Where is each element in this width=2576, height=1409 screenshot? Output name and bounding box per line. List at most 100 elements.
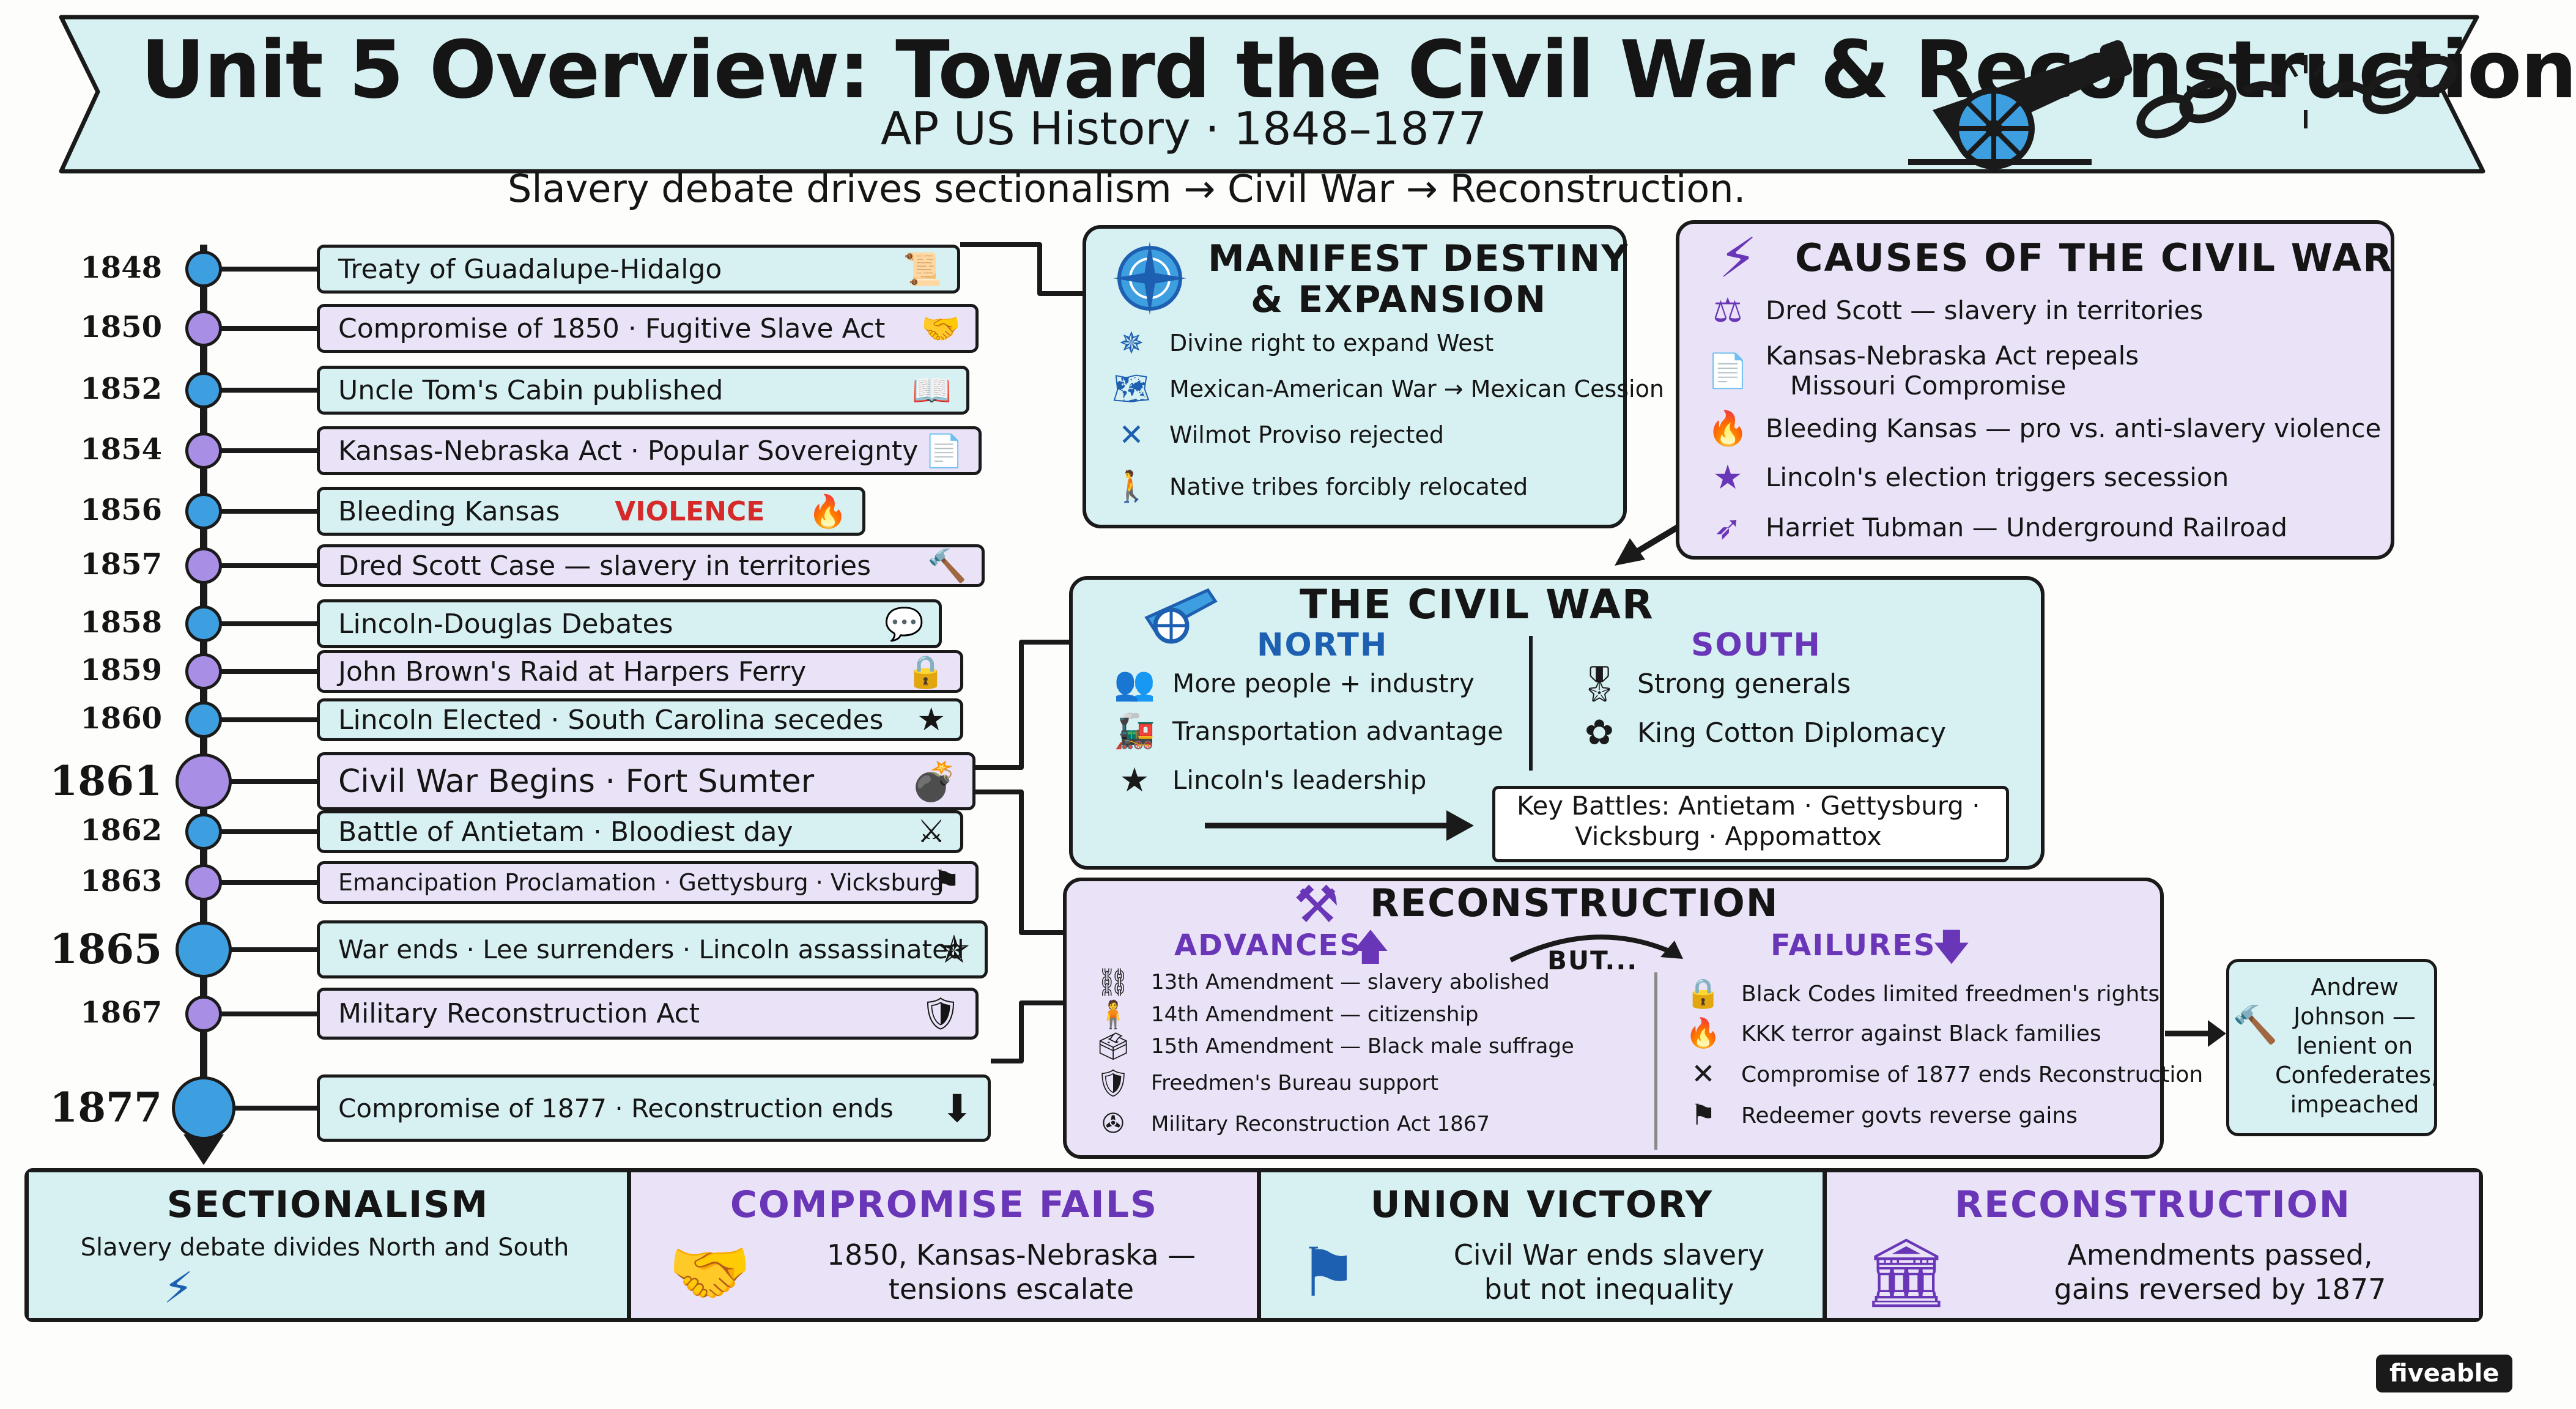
list-item-text: 15th Amendment — Black male suffrage: [1151, 1034, 1574, 1059]
timeline-event: War ends · Lee surrenders · Lincoln assa…: [317, 920, 988, 978]
timeline-connector: [204, 778, 318, 784]
list-item-text: Military Reconstruction Act 1867: [1151, 1112, 1490, 1136]
timeline-connector: [204, 829, 318, 834]
timeline-event: Compromise of 1850 · Fugitive Slave Act 🤝: [317, 304, 979, 353]
timeline-event: Civil War Begins · Fort Sumter💣: [317, 752, 975, 810]
timeline-event-label: Civil War Begins · Fort Sumter: [338, 763, 815, 800]
list-item: ⚖Dred Scott — slavery in territories: [1703, 290, 2204, 330]
timeline-dot: [185, 605, 222, 642]
list-item-text: Bleeding Kansas — pro vs. anti-slavery v…: [1766, 413, 2381, 443]
timeline-event-label: Dred Scott Case — slavery in territories: [338, 550, 872, 582]
timeline-connector: [204, 448, 318, 453]
lock-icon: 🔒: [906, 653, 946, 690]
timeline-year: 1852: [80, 372, 162, 406]
timeline-year: 1860: [80, 701, 162, 736]
list-item: 🗳 15th Amendment — Black male suffrage: [1089, 1030, 1574, 1062]
general-cap-icon: 🎖: [1577, 664, 1622, 704]
lock-icon: 🔒: [1685, 977, 1722, 1010]
page-subtitle: AP US History · 1848–1877: [881, 103, 1487, 155]
scroll-icon: 📜: [903, 251, 942, 288]
johnson-line: Andrew: [2311, 974, 2399, 1000]
dotted-path-icon: ➶: [1714, 508, 1742, 547]
timeline-connector: [204, 669, 318, 674]
advances-label: ADVANCES: [1174, 928, 1362, 963]
timeline-connector: [204, 1106, 318, 1111]
list-item-label: Lincoln's leadership: [1172, 764, 1427, 795]
list-item-text: Lincoln's leadership: [1172, 765, 1426, 795]
broken-chain-icon: ⛓: [1095, 967, 1131, 998]
list-item-label: Native tribes forcibly relocated: [1169, 473, 1528, 500]
list-item: 🗺Mexican-American War → Mexican Cession: [1107, 371, 1664, 407]
johnson-line: Johnson —: [2293, 1003, 2416, 1030]
fire-icon: 🔥: [1685, 1017, 1722, 1050]
list-item: 🚶 Native tribes forcibly relocated: [1107, 468, 1528, 505]
timeline-connector: [204, 1011, 318, 1016]
timeline-dot: [185, 701, 222, 738]
timeline-year: 1850: [80, 310, 162, 344]
list-item: 🔒 Black Codes limited freedmen's rights: [1679, 977, 2160, 1010]
list-item: ➶ Harriet Tubman — Underground Railroad: [1703, 508, 2287, 547]
compass-icon: [1113, 242, 1186, 315]
timeline-event-label: Lincoln Elected · South Carolina secedes: [338, 704, 884, 736]
ballot-box-icon: 🗳: [1095, 1031, 1131, 1062]
timeline-event: Emancipation Proclamation · Gettysburg ·…: [317, 861, 979, 904]
list-item-label: Wilmot Proviso rejected: [1169, 421, 1444, 448]
people-icon: 👥: [1114, 664, 1155, 703]
walking-person-icon: 🚶: [1112, 468, 1150, 504]
document-icon: 📄: [1707, 350, 1749, 390]
causes-panel: [1676, 220, 2394, 560]
summary-cell: SECTIONALISM Slavery debate divides North…: [29, 1172, 631, 1318]
list-item: 🔥Bleeding Kansas — pro vs. anti-slavery …: [1703, 409, 2381, 448]
timeline-dot: [185, 864, 222, 901]
list-item-text: Dred Scott — slavery in territories: [1766, 295, 2203, 325]
list-item-text: Black Codes limited freedmen's rights: [1741, 982, 2160, 1007]
title-banner: [59, 15, 2485, 174]
crossed-swords-icon: ⚔: [917, 813, 946, 850]
timeline-event: John Brown's Raid at Harpers Ferry 🔒: [317, 650, 963, 693]
list-item: ✕Wilmot Proviso rejected: [1107, 417, 1444, 453]
timeline-connector: [204, 388, 318, 393]
timeline-connector: [204, 326, 318, 331]
summary-line-1: Slavery debate divides North and South: [80, 1233, 569, 1262]
timeline-dot: [185, 310, 222, 347]
timeline-year: 1877: [50, 1084, 162, 1131]
shield-icon: 🛡: [920, 996, 961, 1032]
north-label: NORTH: [1257, 627, 1388, 664]
list-item-text: Harriet Tubman — Underground Railroad: [1766, 512, 2287, 542]
summary-line-2: gains reversed by 1877: [2054, 1273, 2386, 1306]
list-item-label: KKK terror against Black families: [1741, 1021, 2101, 1046]
johnson-line: impeached: [2290, 1091, 2419, 1118]
timeline-year: 1861: [50, 756, 162, 805]
civil-war-title: THE CIVIL WAR: [1300, 581, 1654, 628]
list-item: ✿King Cotton Diplomacy: [1575, 712, 1946, 753]
list-item-text: Native tribes forcibly relocated: [1169, 473, 1528, 500]
list-item: ✇Military Reconstruction Act 1867: [1089, 1108, 1490, 1139]
timeline-connector: [204, 563, 318, 568]
causes-title: CAUSES OF THE CIVIL WAR: [1795, 235, 2393, 280]
timeline-event-label: Compromise of 1850 · Fugitive Slave Act: [338, 312, 886, 344]
list-item-text: Mexican-American War → Mexican Cession: [1169, 375, 1664, 402]
cannon-icon: [1908, 40, 2133, 169]
list-item-text: Strong generals: [1637, 668, 1851, 700]
list-item-label: Divine right to expand West: [1169, 330, 1494, 357]
recon-divider: [1654, 972, 1657, 1150]
list-item: 🛡Freedmen's Bureau support: [1089, 1067, 1438, 1099]
list-item: ★Lincoln's election triggers secession: [1703, 457, 2229, 497]
timeline-year: 1858: [80, 605, 162, 640]
star-icon: ★: [1119, 760, 1150, 799]
handshake-icon: 🤝: [921, 310, 961, 347]
gavel-icon: 🔨: [927, 547, 967, 585]
summary-title: SECTIONALISM: [166, 1183, 489, 1226]
summary-line-1: Civil War ends slavery: [1453, 1238, 1765, 1271]
speech-bubble-icon: 💬: [884, 605, 924, 643]
arrow-up-icon: 🡅: [1352, 926, 1390, 969]
list-item: 🎖 Strong generals: [1575, 664, 1851, 704]
key-battles-line2: Vicksburg · Appomattox: [1575, 821, 1882, 851]
timeline-event-label: Lincoln-Douglas Debates: [338, 608, 673, 640]
timeline-dot: [185, 251, 222, 287]
timeline-event-label: John Brown's Raid at Harpers Ferry: [338, 656, 807, 687]
shield-icon: 🛡: [1095, 1068, 1131, 1099]
